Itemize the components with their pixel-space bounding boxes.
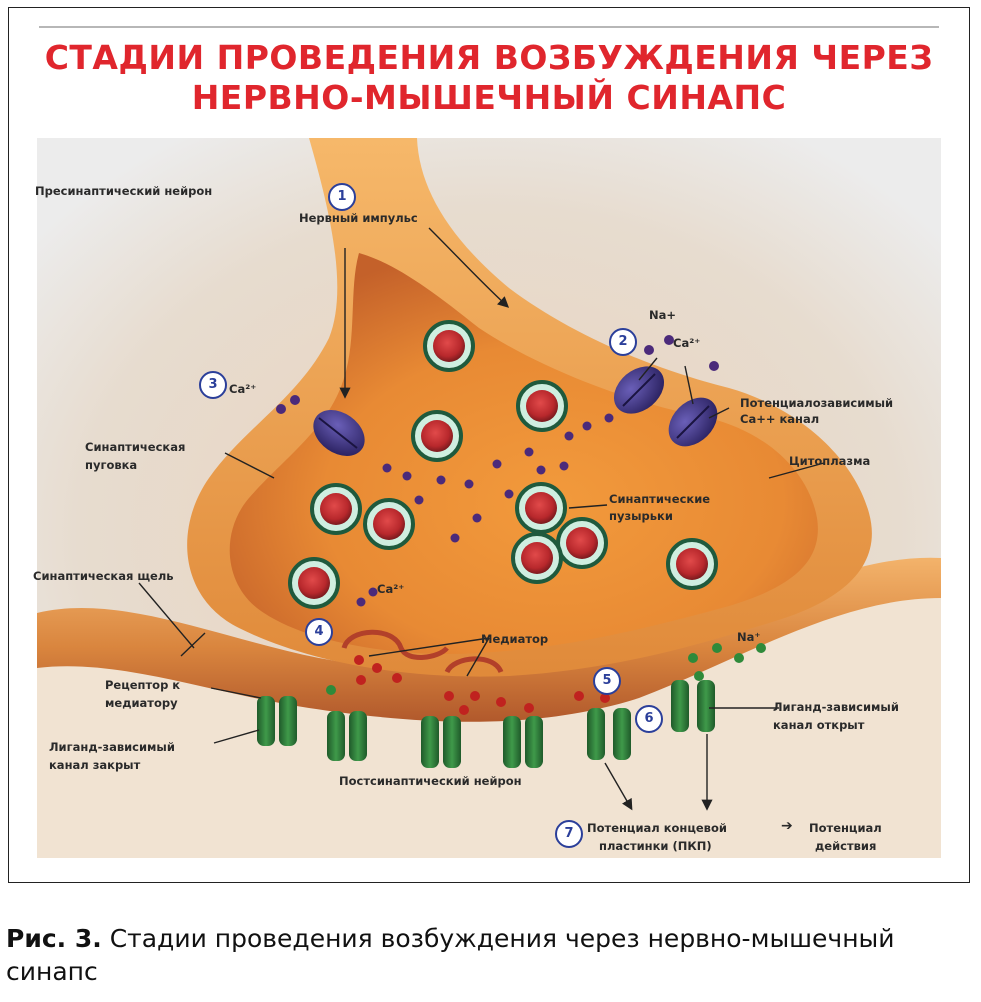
label-bouton-1: Синаптическая: [85, 440, 186, 454]
postsynaptic-membrane: [37, 557, 941, 722]
vesicle: [310, 483, 362, 535]
figure-caption: Рис. 3. Стадии проведения возбуждения че…: [6, 922, 966, 988]
vesicle: [511, 532, 563, 584]
label-nerve-impulse: Нервный импульс: [299, 211, 418, 225]
label-vg-channel-2: Ca++ канал: [740, 412, 820, 426]
vesicle: [288, 557, 340, 609]
label-ca-left: Ca²⁺: [229, 382, 257, 396]
receptor-channel-closed: [257, 696, 297, 746]
vg-ca-channel-right: [668, 397, 718, 447]
label-bouton-2: пуговка: [85, 458, 138, 472]
receptor-channel-closed: [421, 716, 461, 768]
calcium-ions: [276, 335, 719, 607]
step-2-badge: 2: [609, 328, 637, 356]
label-action-2: действия: [815, 839, 877, 853]
label-mediator: Медиатор: [481, 632, 549, 646]
vesicle: [423, 320, 475, 372]
label-vesicles-2: пузырьки: [609, 509, 673, 523]
label-receptor-1: Рецептор к: [105, 678, 181, 692]
vesicle: [411, 410, 463, 462]
label-ligand-open-1: Лиганд-зависимый: [773, 700, 899, 714]
exocytosis-site: [444, 656, 504, 674]
label-ca-top: Ca²⁺: [673, 336, 701, 350]
step-4-badge: 4: [305, 618, 333, 646]
vg-ca-channel-left: [313, 410, 365, 456]
title-line-1: СТАДИИ ПРОВЕДЕНИЯ ВОЗБУЖДЕНИЯ ЧЕРЕЗ: [44, 38, 934, 77]
receptor-channel-closed: [327, 711, 367, 761]
title-line-2: НЕРВНО-МЫШЕЧНЫЙ СИНАПС: [191, 78, 787, 117]
caption-text: Стадии проведения возбуждения через нерв…: [6, 924, 895, 986]
label-action-1: Потенциал: [809, 821, 882, 835]
mediator-molecules: [354, 655, 610, 715]
synapse-diagram: [37, 138, 941, 858]
label-ca-bottom: Ca²⁺: [377, 582, 405, 596]
label-receptor-2: медиатору: [105, 696, 178, 710]
vesicle: [666, 538, 718, 590]
label-synaptic-cleft: Синаптическая щель: [33, 569, 174, 583]
step-3-badge: 3: [199, 371, 227, 399]
receptor-channels: [257, 680, 715, 768]
vesicle: [516, 380, 568, 432]
top-rule: [39, 26, 939, 28]
vesicle: [515, 482, 567, 534]
vesicle: [363, 498, 415, 550]
vg-ca-channel-top: [613, 366, 665, 414]
label-endplate-2: пластинки (ПКП): [599, 839, 712, 853]
label-presynaptic-neuron: Пресинаптический нейрон: [35, 184, 213, 198]
step-7-badge: 7: [555, 820, 583, 848]
label-vg-channel-1: Потенциалозависимый: [740, 396, 894, 410]
label-ligand-closed-1: Лиганд-зависимый: [49, 740, 175, 754]
label-ligand-closed-2: канал закрыт: [49, 758, 141, 772]
label-na-bottom: Na⁺: [737, 630, 761, 644]
label-ligand-open-2: канал открыт: [773, 718, 865, 732]
receptor-channel-closed: [503, 716, 543, 768]
label-cytoplasm: Цитоплазма: [789, 454, 871, 468]
synaptic-vesicles: [288, 320, 718, 609]
receptor-channel-open: [587, 708, 631, 760]
step-1-badge: 1: [328, 183, 356, 211]
exocytosis-site: [341, 629, 449, 660]
arrow-to-action-potential: ➔: [781, 818, 793, 834]
label-vesicles-1: Синаптические: [609, 492, 711, 506]
label-na-plus: Na+: [649, 308, 677, 322]
step-5-badge: 5: [593, 667, 621, 695]
figure-frame: СТАДИИ ПРОВЕДЕНИЯ ВОЗБУЖДЕНИЯ ЧЕРЕЗ НЕРВ…: [8, 7, 970, 883]
caption-prefix: Рис. 3.: [6, 924, 102, 953]
label-endplate-1: Потенциал концевой: [587, 821, 727, 835]
vesicle: [556, 517, 608, 569]
figure-title: СТАДИИ ПРОВЕДЕНИЯ ВОЗБУЖДЕНИЯ ЧЕРЕЗ НЕРВ…: [9, 38, 969, 118]
sodium-ions: [326, 643, 766, 695]
label-postsynaptic-neuron: Постсинаптический нейрон: [339, 774, 522, 788]
leader-lines: [138, 227, 825, 811]
receptor-channel-open: [671, 680, 715, 732]
step-6-badge: 6: [635, 705, 663, 733]
